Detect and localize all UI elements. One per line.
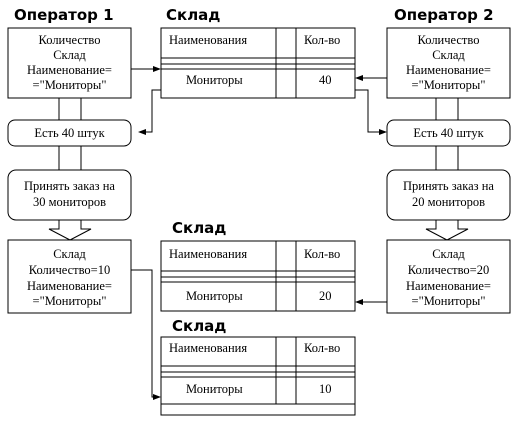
warehouse-table-1-col-name: Наименования [169, 33, 247, 47]
operator2-update-line-3: Наименование= [406, 279, 491, 293]
warehouse-table-3: Склад Наименования Кол-во Мониторы 10 [160, 317, 356, 416]
warehouse-table-2-col-qty: Кол-во [304, 247, 340, 261]
operator1-update-line-4: ="Мониторы" [33, 294, 107, 308]
operator2-flow-connectors [425, 98, 469, 241]
warehouse-table-1-col-qty: Кол-во [304, 33, 340, 47]
operator1-down-arrow [48, 219, 92, 241]
warehouse-table-3-col-qty: Кол-во [304, 341, 340, 355]
warehouse-table-3-title: Склад [172, 317, 226, 335]
operator1-order-line-2: 30 мониторов [33, 195, 106, 209]
arrowhead-op2-update [355, 299, 363, 305]
warehouse-table-3-qty: 10 [319, 382, 332, 396]
connector-arrows [131, 66, 387, 400]
operator2-order-line-1: Принять заказ на [403, 179, 494, 193]
operator2-down-arrow [425, 219, 469, 241]
operator2-update-line-2: Количество=20 [408, 263, 490, 277]
arrowhead-op2-result [379, 129, 387, 135]
arrow-table1-to-op1-result [145, 89, 161, 133]
warehouse-table-3-col-name: Наименования [169, 341, 247, 355]
operator1-query-box [7, 27, 132, 99]
operator2-query-line-3: Наименование= [406, 63, 491, 77]
operator1-order-box [7, 169, 132, 221]
arrowhead-op1-update [153, 394, 161, 400]
operator1-result-text: Есть 40 штук [34, 126, 105, 140]
operator2-result-box [386, 119, 511, 147]
warehouse-table-1-item: Мониторы [186, 73, 243, 87]
operator2-query-box [386, 27, 511, 99]
warehouse-table-1-qty: 40 [319, 73, 332, 87]
operator1-update-line-2: Количество=10 [29, 263, 111, 277]
warehouse-table-3-item: Мониторы [186, 382, 243, 396]
warehouse-table-1: Склад Наименования Кол-во Мониторы 40 [160, 6, 356, 99]
operator2-update-box [386, 239, 511, 314]
warehouse-table-1-title: Склад [166, 6, 220, 24]
operator1-query-line-1: Количество [39, 33, 101, 47]
arrowhead-op2-query [355, 75, 363, 81]
warehouse-table-2: Склад Наименования Кол-во Мониторы 20 [160, 219, 356, 312]
warehouse-table-2-item: Мониторы [186, 289, 243, 303]
operator2-query-line-1: Количество [418, 33, 480, 47]
operator2-title: Оператор 2 [394, 6, 494, 24]
operator2-order-box [386, 169, 511, 221]
operator2-result-text: Есть 40 штук [413, 126, 484, 140]
warehouse-table-2-title: Склад [172, 219, 226, 237]
operator1-update-line-1: Склад [53, 247, 86, 261]
operator2-order-line-2: 20 мониторов [412, 195, 485, 209]
operator2-query-line-4: ="Мониторы" [412, 78, 486, 92]
operator1-update-box [7, 239, 132, 314]
arrow-op1-update-to-table3 [131, 269, 154, 398]
arrowhead-op1-query [153, 66, 161, 72]
arrow-table1-to-op2-result [355, 89, 380, 133]
operator2-update-line-4: ="Мониторы" [412, 294, 486, 308]
operator1-update-line-3: Наименование= [27, 279, 112, 293]
operator1-title: Оператор 1 [14, 6, 114, 24]
operator1-query-line-2: Склад [53, 48, 86, 62]
operator1-result-box [7, 119, 132, 147]
operator1-query-line-4: ="Мониторы" [33, 78, 107, 92]
arrowhead-op1-result [138, 129, 146, 135]
warehouse-table-2-col-name: Наименования [169, 247, 247, 261]
operator1-query-line-3: Наименование= [27, 63, 112, 77]
operator1-order-line-1: Принять заказ на [24, 179, 115, 193]
warehouse-table-2-qty: 20 [319, 289, 332, 303]
operator1-flow-connectors [48, 98, 92, 241]
operator2-query-line-2: Склад [432, 48, 465, 62]
operator2-update-line-1: Склад [432, 247, 465, 261]
